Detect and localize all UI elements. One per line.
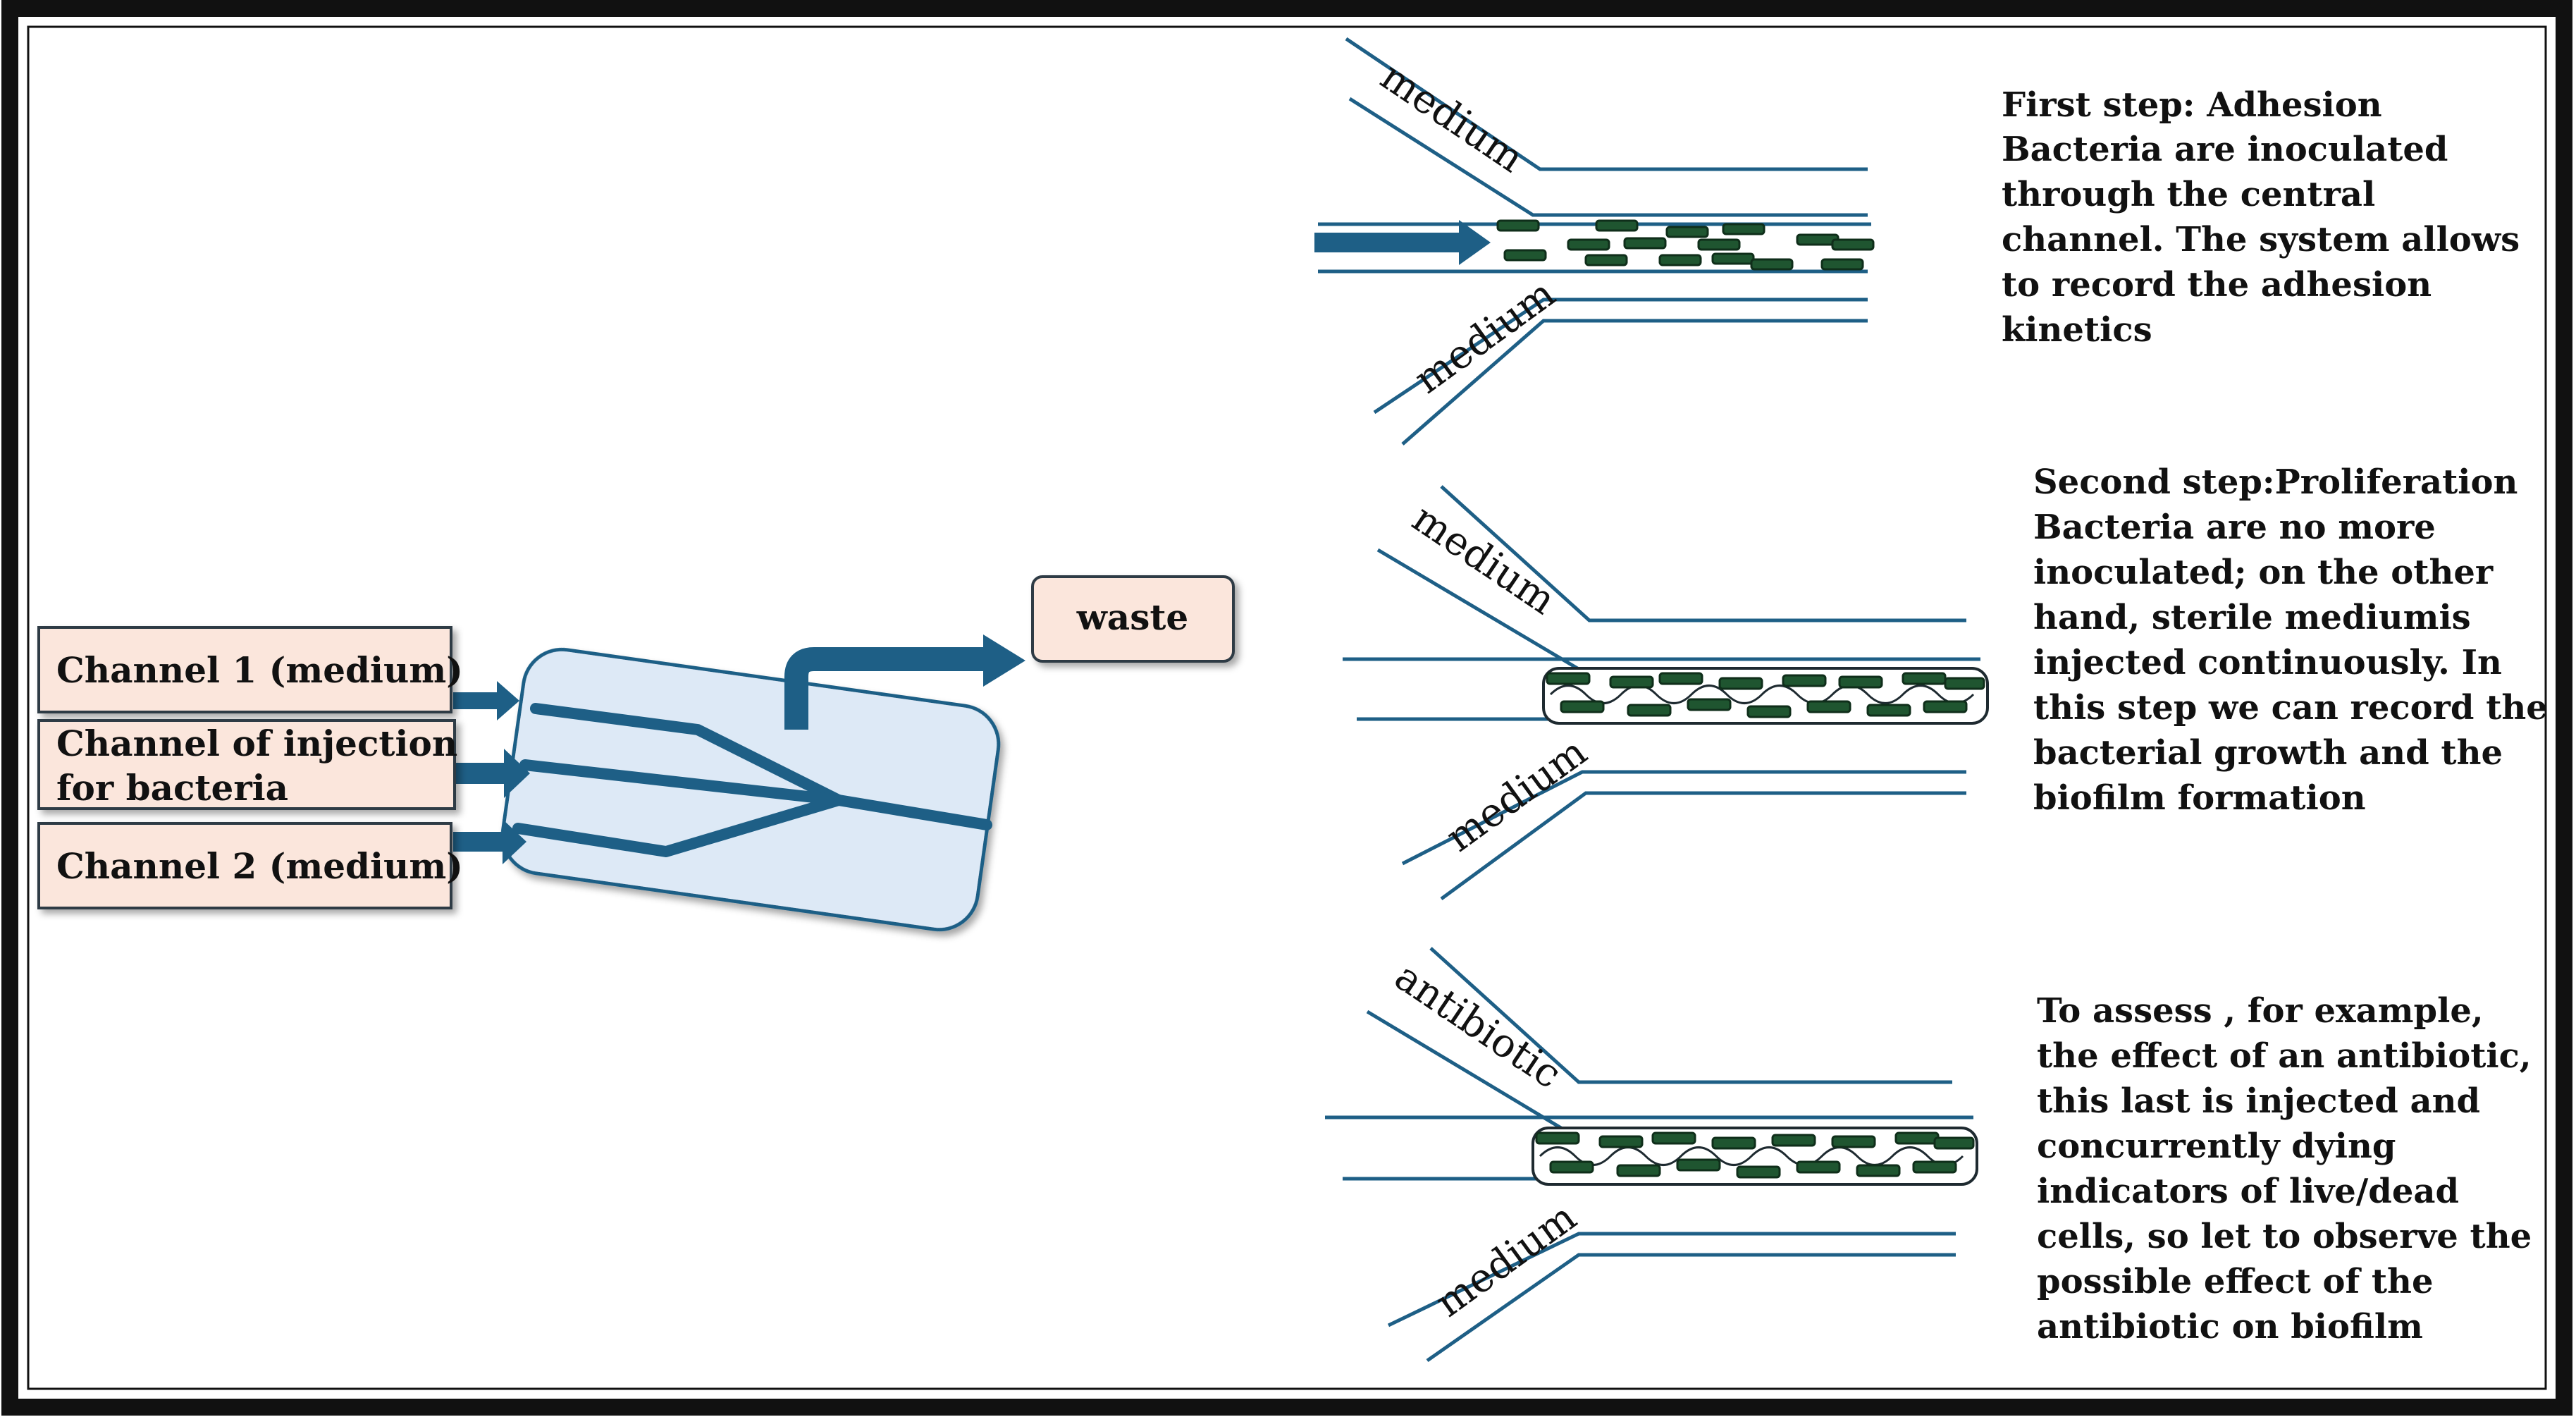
- panel-proliferation-description: Second step:Proliferation Bacteria are n…: [2033, 462, 2548, 818]
- chip-channel-outlet: [833, 795, 992, 830]
- input-arrows: [453, 681, 530, 864]
- panel-proliferation-line-7: bacterial growth and the: [2033, 733, 2503, 773]
- panel-proliferation-line-2: Bacteria are no more: [2033, 508, 2436, 547]
- injection-box: Channel of injection for bacteria: [37, 719, 457, 810]
- channel1-label: Channel 1 (medium): [56, 649, 463, 691]
- panel-antibiotic-biofilm: [1532, 1127, 1978, 1186]
- injection-label-line2: for bacteria: [56, 767, 288, 809]
- waste-label: waste: [1076, 596, 1189, 638]
- panel-adhesion-line-6: kinetics: [2002, 310, 2152, 350]
- panel-adhesion-line-1: First step: Adhesion: [2002, 85, 2382, 125]
- chip-channel-middle: [519, 759, 844, 806]
- chip-channels: [512, 703, 992, 857]
- panel-adhesion-bottom-label: medium: [1406, 271, 1564, 403]
- channel2-box: Channel 2 (medium): [37, 822, 463, 909]
- panel-proliferation-line-4: hand, sterile mediumis: [2033, 598, 2471, 637]
- panel-proliferation-line-6: this step we can record the: [2033, 688, 2548, 728]
- injection-label-line1: Channel of injection: [56, 723, 457, 764]
- panel-proliferation-line-3: inoculated; on the other: [2033, 553, 2494, 592]
- panel-proliferation-top-label: medium: [1404, 496, 1563, 624]
- panel-proliferation-line-1: Second step:Proliferation: [2033, 462, 2518, 502]
- waste-outlet-arrow: [784, 647, 987, 730]
- panel-adhesion-line-5: to record the adhesion: [2002, 265, 2432, 305]
- panel-antibiotic-line-1: To assess , for example,: [2037, 991, 2484, 1031]
- channel2-label: Channel 2 (medium): [56, 845, 463, 887]
- channel1-box: Channel 1 (medium): [37, 626, 463, 713]
- waste-outlet-arrowhead: [983, 634, 1025, 687]
- panel-antibiotic-line-2: the effect of an antibiotic,: [2037, 1036, 2532, 1076]
- panel-antibiotic-description: To assess , for example, the effect of a…: [2037, 991, 2532, 1347]
- panel-proliferation-bottom-label: medium: [1438, 729, 1596, 861]
- panel-antibiotic-line-7: possible effect of the: [2037, 1262, 2433, 1301]
- waste-box: waste: [1031, 575, 1235, 663]
- panel-adhesion-line-2: Bacteria are inoculated: [2002, 130, 2448, 169]
- panel-adhesion-inlet-arrow: [1314, 220, 1491, 265]
- panel-adhesion-line-4: channel. The system allows: [2002, 220, 2520, 259]
- panel-adhesion-line-3: through the central: [2002, 175, 2375, 214]
- panel-adhesion-bacteria: [1496, 219, 1875, 271]
- microfluidic-chip-group: Channel 1 (medium) Channel of injection …: [37, 575, 1235, 932]
- panel-antibiotic-line-4: concurrently dying: [2037, 1127, 2396, 1166]
- inner-frame-line: [27, 25, 2547, 1390]
- panel-antibiotic-line-6: cells, so let to observe the: [2037, 1217, 2532, 1256]
- panel-antibiotic-line-5: indicators of live/dead: [2037, 1172, 2459, 1211]
- chip-channel-top: [530, 703, 844, 806]
- panel-proliferation-biofilm: [1542, 667, 1989, 725]
- panel-adhesion-description: First step: Adhesion Bacteria are inocul…: [2002, 85, 2520, 350]
- panel-antibiotic-line-8: antibiotic on biofilm: [2037, 1307, 2423, 1347]
- panel-proliferation-line-8: biofilm formation: [2033, 778, 2366, 818]
- panel-proliferation-line-5: injected continuously. In: [2033, 643, 2502, 682]
- chip-channel-bottom: [512, 795, 844, 857]
- panel-antibiotic-line-3: this last is injected and: [2037, 1081, 2480, 1121]
- panel-adhesion: [1318, 37, 1871, 446]
